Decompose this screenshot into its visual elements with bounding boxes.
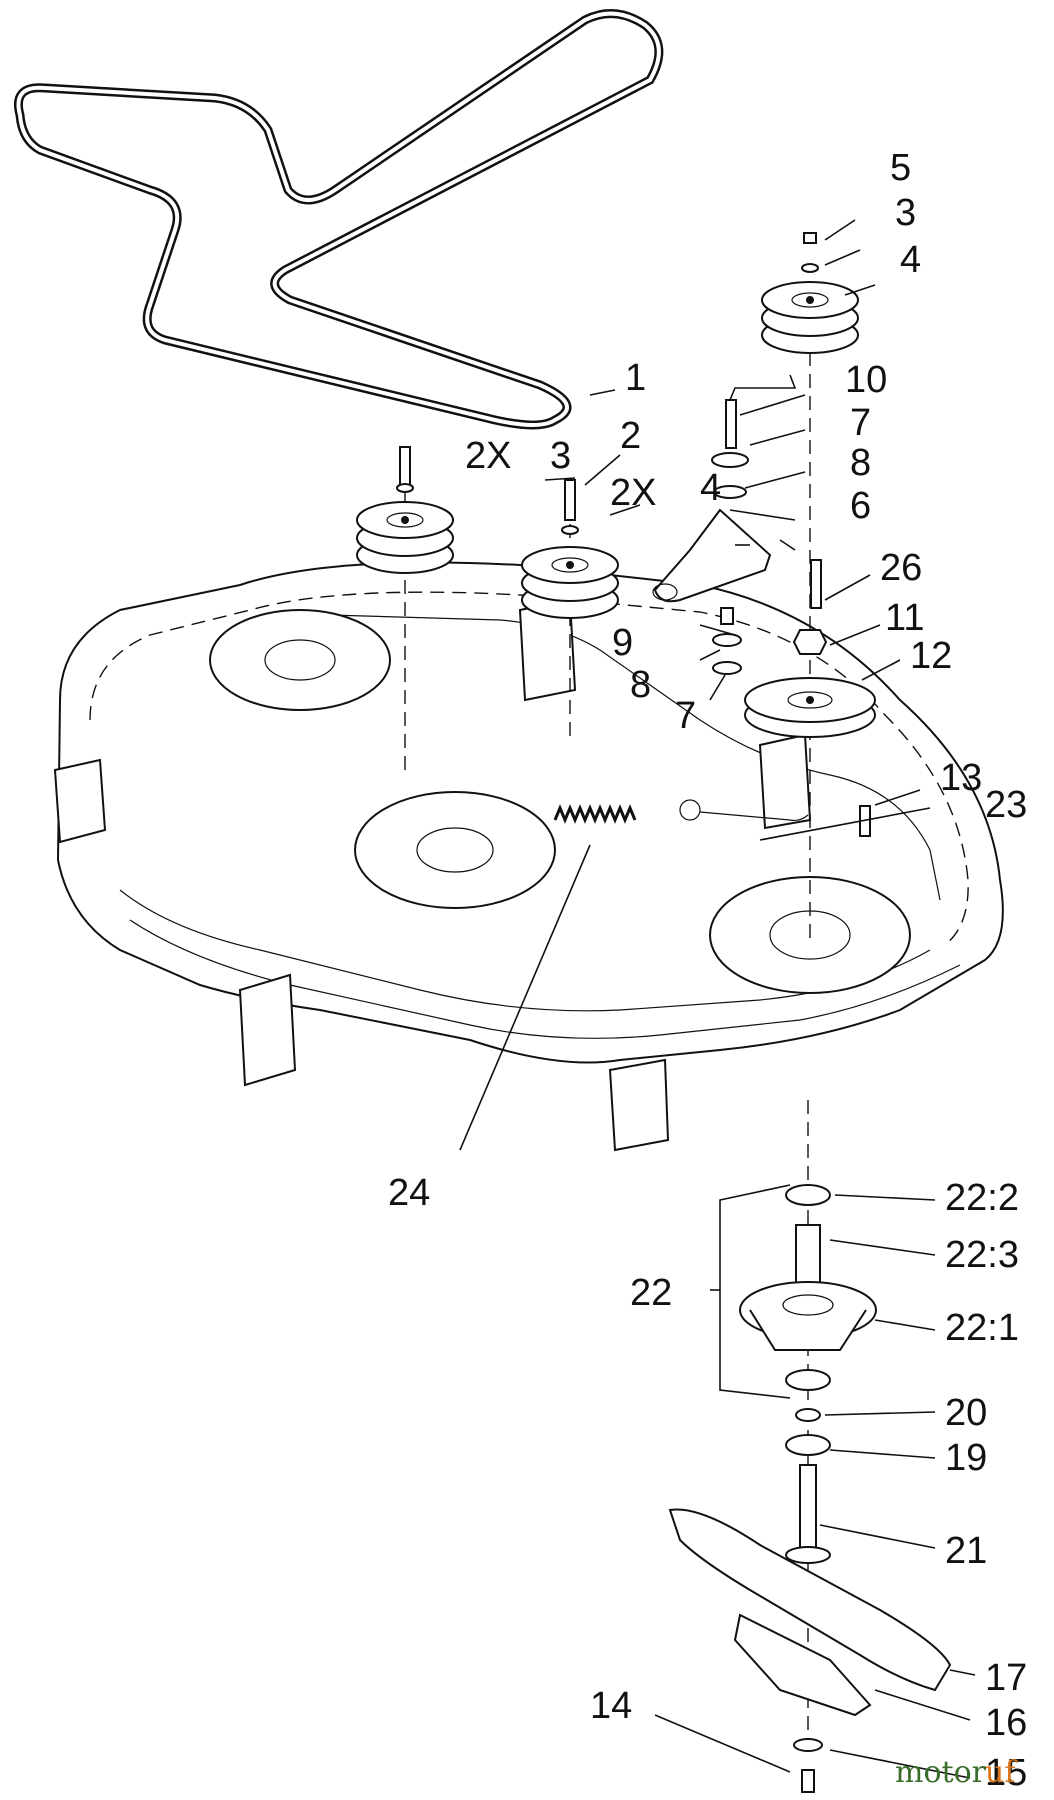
callout-7-lower: 7 [675,695,696,737]
callout-5: 5 [890,147,911,189]
callout-2x-b: 2X [610,472,656,514]
callout-23: 23 [985,784,1027,826]
callout-3-top: 3 [895,192,916,234]
drive-belt [14,9,664,430]
callout-1: 1 [625,357,646,399]
callout-17: 17 [985,1657,1027,1699]
callout-22-2: 22:2 [945,1177,1019,1219]
mower-deck [53,561,1004,1152]
callouts: 1 2 2X 3 2X 5 3 4 10 7 4 8 6 26 9 11 8 1… [388,147,1027,1794]
watermark-part-b: uf [985,1755,1017,1790]
callout-8-lower: 8 [630,664,651,706]
callout-22-1: 22:1 [945,1307,1019,1349]
idler-pulley-left [356,501,454,574]
callout-12: 12 [910,635,952,677]
callout-9: 9 [612,622,633,664]
callout-19: 19 [945,1437,987,1479]
watermark-part-a: motor [895,1755,987,1790]
callout-13: 13 [940,757,982,799]
callout-16: 16 [985,1702,1027,1744]
idler-pulley-top [761,281,859,354]
leader-lines [459,219,976,1779]
callout-26: 26 [880,547,922,589]
watermark: motor uf [895,1755,1017,1790]
callout-4-mid: 4 [700,467,721,509]
callout-10: 10 [845,359,887,401]
callout-6: 6 [850,485,871,527]
callout-4-top: 4 [900,239,921,281]
callout-8-upper: 8 [850,442,871,484]
callout-20: 20 [945,1392,987,1434]
callout-2x-a: 2X [465,435,511,477]
callout-22-3: 22:3 [945,1234,1019,1276]
callout-3-upper: 3 [550,435,571,477]
callout-11: 11 [885,597,924,639]
callout-14: 14 [590,1685,632,1727]
top-fasteners [396,232,876,837]
idler-pulley-center [521,546,619,619]
callout-21: 21 [945,1530,987,1572]
callout-7-upper: 7 [850,402,871,444]
callout-22: 22 [630,1272,672,1314]
callout-24: 24 [388,1172,430,1214]
spindle-assembly [739,1184,877,1564]
callout-15: 15 [985,1752,1027,1794]
callout-2: 2 [620,415,641,457]
cutting-blade [668,1508,952,1793]
